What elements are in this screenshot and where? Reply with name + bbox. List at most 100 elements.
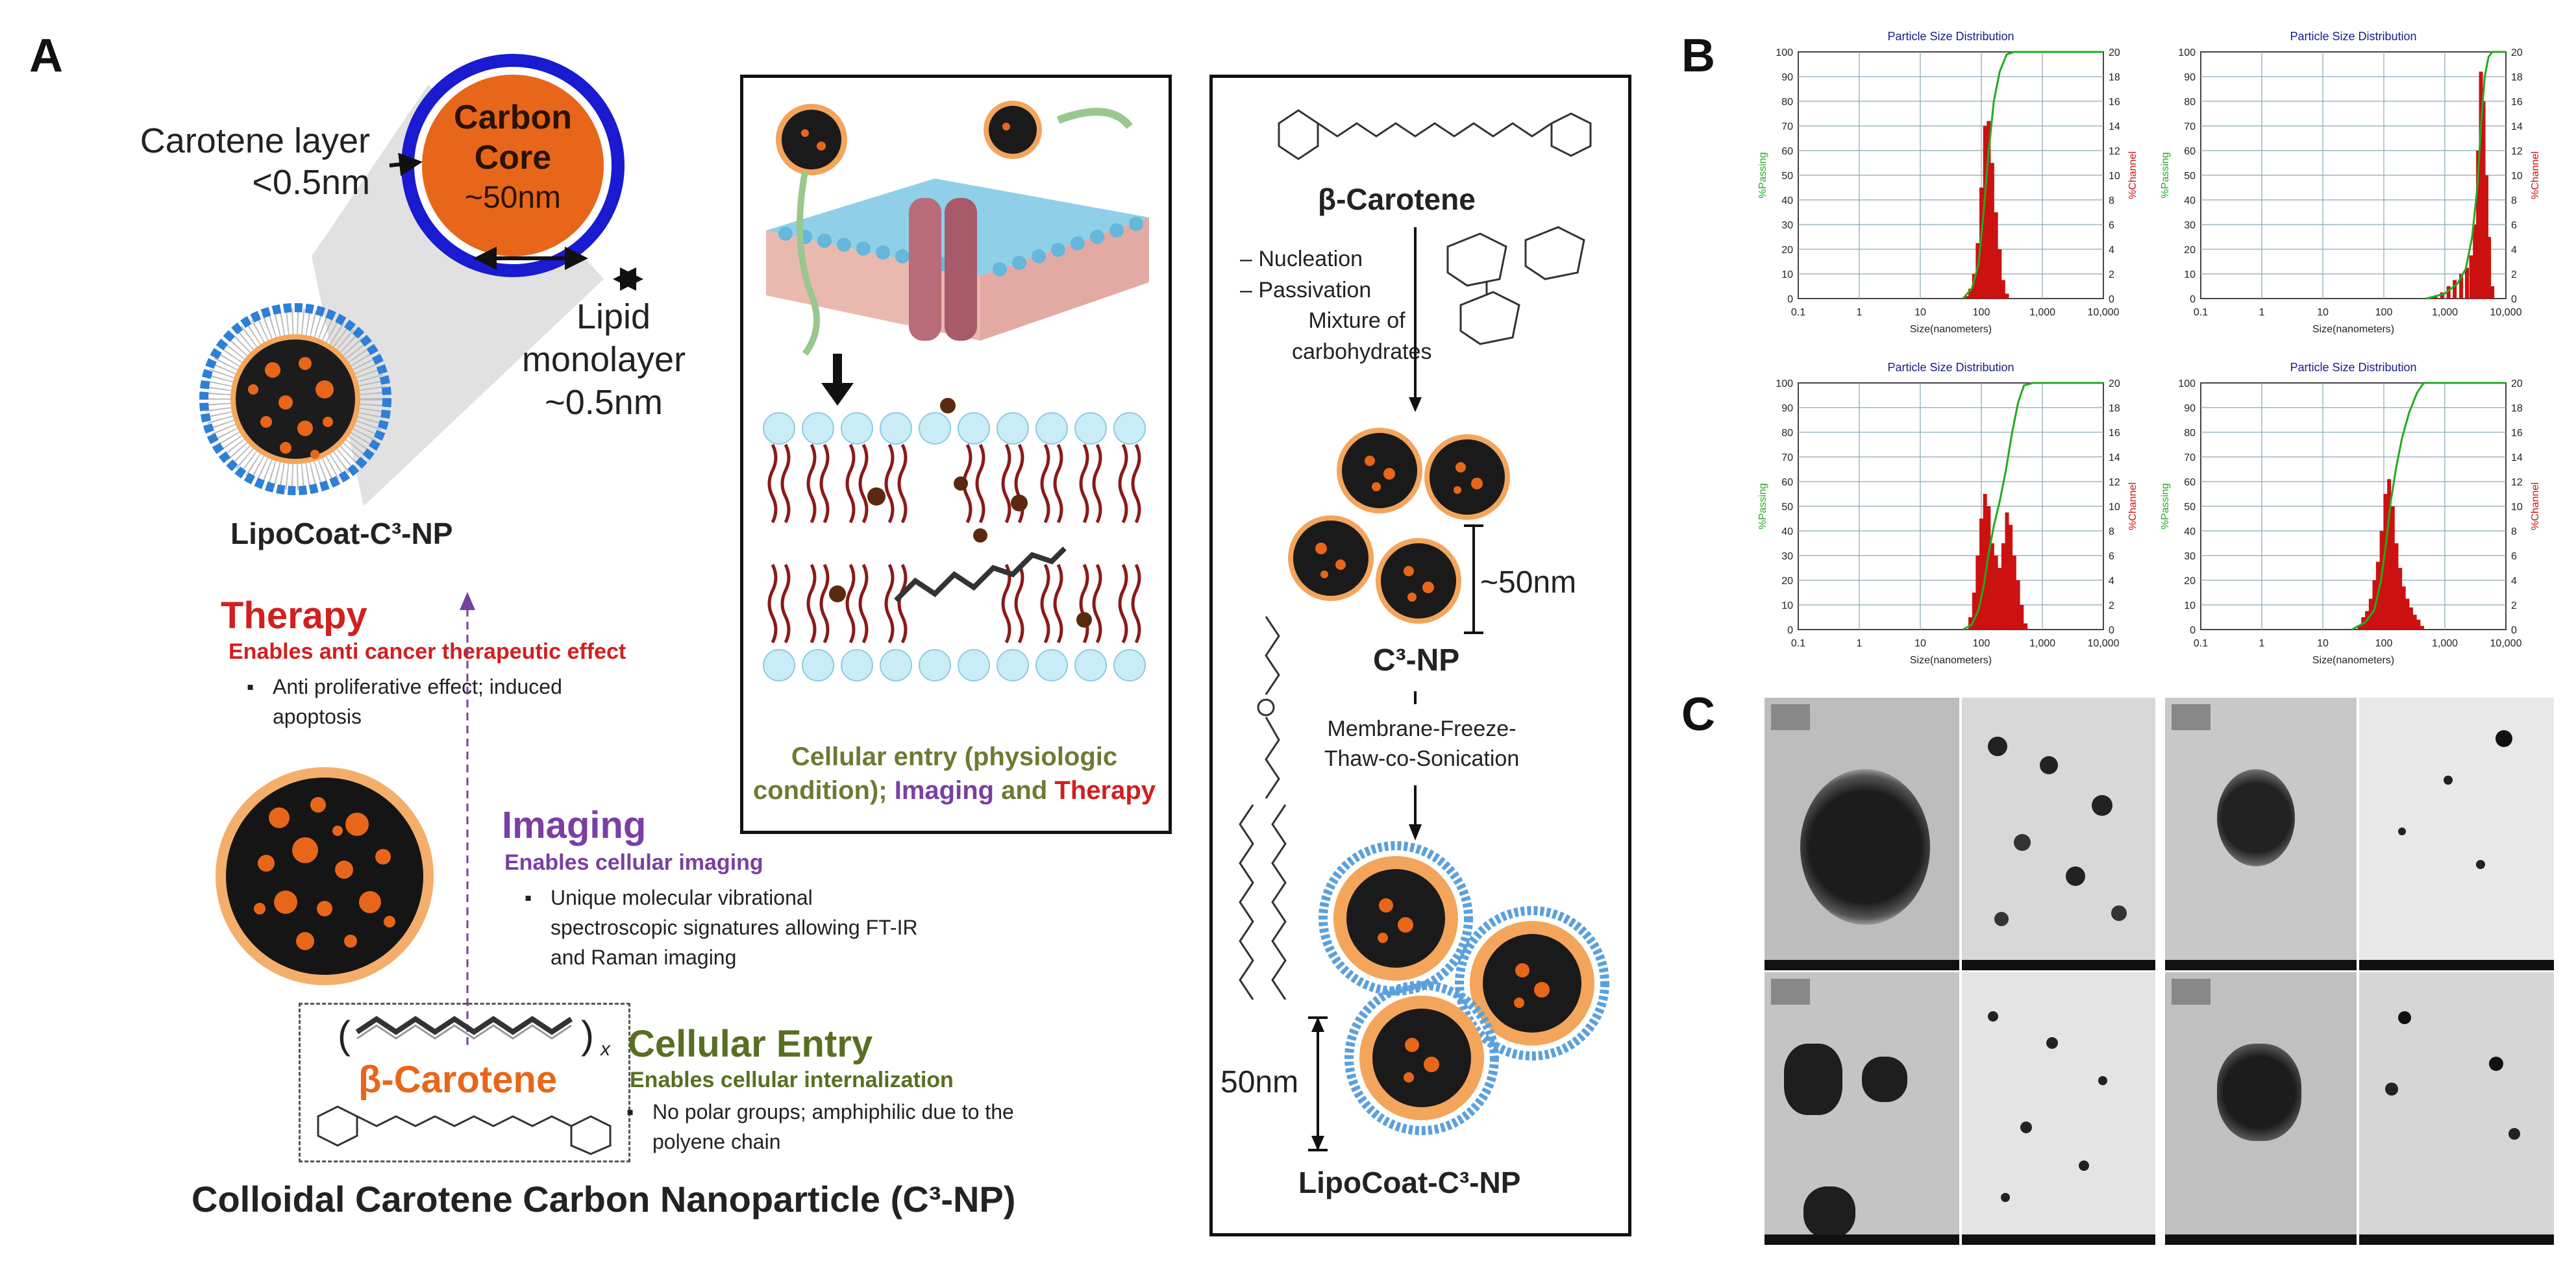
y-tick-left: 80	[1781, 428, 1793, 439]
y-tick-right: 16	[2109, 97, 2120, 108]
channel-bar	[2440, 292, 2444, 299]
y-tick-right: 20	[2109, 47, 2120, 58]
channel-bar	[1987, 506, 1991, 630]
carbon-core-label: Carbon Core ~50nm	[415, 97, 610, 218]
y-tick-right: 20	[2109, 378, 2120, 389]
y-tick-right: 20	[2511, 47, 2523, 58]
channel-bar	[1975, 556, 1980, 630]
y-tick-left: 50	[1781, 502, 1793, 513]
passing-line	[1962, 382, 2103, 631]
y-tick-right: 10	[2109, 171, 2120, 182]
channel-bar	[2433, 296, 2438, 299]
x-tick: 1	[2259, 307, 2265, 318]
y-axis-label-left: %Passing	[1757, 483, 1768, 529]
imaging-bullet-l3: and Raman imaging	[551, 946, 737, 969]
lipocoat-title: LipoCoat-C³-NP	[230, 517, 453, 550]
charts-svg: Particle Size Distribution01020304050607…	[1757, 30, 2541, 666]
y-tick-left: 60	[1781, 477, 1793, 488]
caption-and: and	[994, 776, 1055, 805]
y-tick-left: 80	[2184, 428, 2196, 439]
y-tick-right: 0	[2109, 625, 2114, 636]
channel-bar	[1994, 556, 1998, 630]
channel-bar	[2020, 605, 2024, 630]
channel-bar	[2420, 626, 2425, 630]
channel-bar	[2372, 580, 2377, 630]
channel-bar	[2487, 237, 2492, 299]
y-tick-right: 2	[2109, 269, 2114, 280]
lipid-monolayer-label: Lipid monolayer ~0.5nm	[500, 295, 708, 424]
channel-bar	[2479, 71, 2483, 299]
y-tick-left: 70	[2184, 452, 2196, 463]
beta-carotene-structure	[317, 1105, 612, 1155]
y-tick-right: 4	[2511, 245, 2517, 256]
x-tick: 0.1	[1791, 638, 1805, 649]
channel-bar	[2459, 274, 2464, 299]
channel-bar	[2490, 286, 2495, 299]
y-tick-left: 80	[2184, 97, 2196, 108]
psd-chart-4: Particle Size Distribution01020304050607…	[2160, 361, 2541, 666]
channel-bar	[2005, 512, 2009, 630]
panel-label-a: A	[29, 30, 63, 82]
y-tick-left: 30	[2184, 551, 2196, 562]
y-tick-right: 6	[2109, 551, 2114, 562]
carbon-core-size: ~50nm	[464, 180, 562, 215]
tem-image-3a	[2165, 698, 2357, 970]
y-tick-left: 0	[1787, 294, 1793, 305]
channel-bar	[2412, 615, 2417, 630]
x-tick: 1	[2259, 638, 2265, 649]
imaging-bullet-l1: Unique molecular vibrational	[551, 886, 813, 909]
x-tick: 10,000	[2088, 307, 2120, 318]
tem-image-4b	[2359, 972, 2554, 1245]
c3np-size: ~50nm	[1480, 565, 1577, 600]
y-tick-right: 12	[2109, 477, 2120, 488]
tem-image-1b	[1962, 698, 2155, 970]
chart-title: Particle Size Distribution	[1887, 30, 2014, 43]
y-tick-right: 10	[2511, 502, 2523, 513]
c3np-label: C³-NP	[1373, 643, 1460, 678]
big-nanoparticle	[216, 767, 434, 985]
channel-bar	[1979, 519, 1983, 630]
x-tick: 1	[1857, 307, 1863, 318]
cellular-entry-title: Cellular Entry	[628, 1023, 873, 1065]
synthesis-arrows	[1409, 227, 1422, 840]
cellular-entry-subtitle: Enables cellular internalization	[630, 1068, 954, 1092]
imaging-subtitle: Enables cellular imaging	[504, 850, 763, 875]
y-tick-left: 30	[1781, 551, 1793, 562]
therapy-bullet: Anti proliferative effect; induced apopt…	[247, 672, 562, 731]
footer-title: Colloidal Carotene Carbon Nanoparticle (…	[192, 1179, 1016, 1220]
y-tick-left: 40	[2184, 195, 2196, 206]
x-tick: 10,000	[2490, 307, 2522, 318]
channel-bar	[2453, 280, 2457, 299]
step-nucleation: – Nucleation	[1240, 247, 1363, 271]
channel-bar	[2012, 556, 2016, 630]
y-tick-right: 10	[2109, 502, 2120, 513]
channel-bar	[2465, 267, 2470, 299]
tem-image-1a	[1765, 698, 1959, 970]
channel-bar	[2469, 255, 2473, 299]
y-tick-left: 20	[1781, 245, 1793, 256]
y-tick-left: 40	[1781, 195, 1793, 206]
y-tick-left: 10	[1781, 269, 1793, 280]
imaging-bullet-l2: spectroscopic signatures allowing FT-IR	[551, 916, 918, 939]
y-tick-left: 60	[2184, 146, 2196, 157]
carbohydrate-structures	[1446, 226, 1585, 345]
channel-bar	[2357, 626, 2362, 630]
mixture-line2: carbohydrates	[1292, 339, 1432, 364]
channel-bar	[2416, 619, 2421, 630]
channel-bar	[1983, 494, 1987, 630]
x-tick: 0.1	[2194, 638, 2208, 649]
psd-chart-3: Particle Size Distribution01020304050607…	[1757, 361, 2138, 666]
lipocoat-cluster	[1319, 841, 1609, 1135]
y-tick-left: 10	[2184, 600, 2196, 611]
lipid-line1: Lipid	[576, 297, 651, 336]
synthesis-steps: – Nucleation – Passivation	[1240, 243, 1371, 306]
y-tick-right: 4	[2109, 245, 2114, 256]
x-tick: 10,000	[2490, 638, 2522, 649]
psd-chart-1: Particle Size Distribution01020304050607…	[1757, 30, 2138, 335]
carotene-pointer	[389, 153, 423, 177]
x-axis-label: Size(nanometers)	[2312, 324, 2394, 335]
chart-title: Particle Size Distribution	[2290, 361, 2416, 374]
caption-condition: condition);	[753, 776, 895, 805]
y-tick-right: 12	[2511, 477, 2523, 488]
membrane-caption: Cellular entry (physiologic condition); …	[753, 740, 1156, 807]
